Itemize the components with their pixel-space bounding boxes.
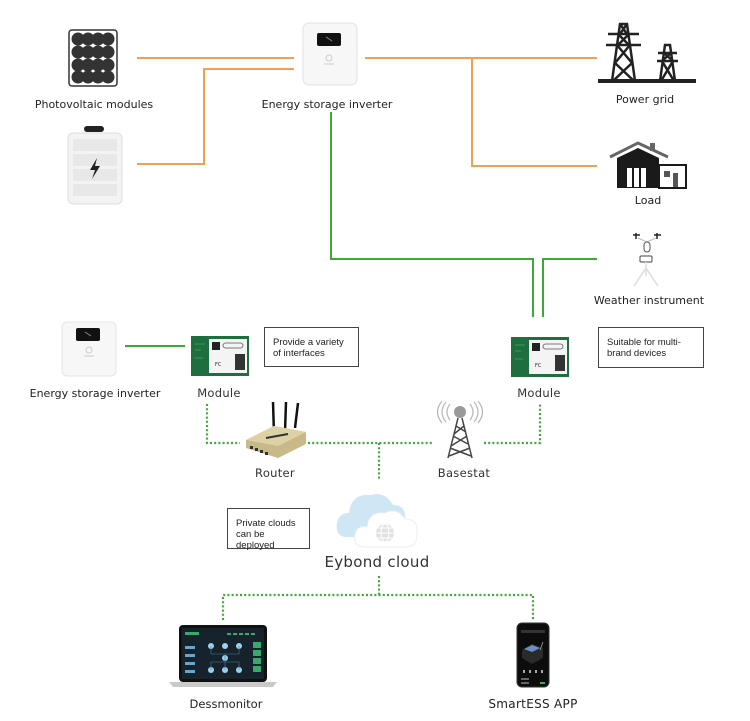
module-left-label: Module	[197, 386, 241, 400]
cloud-icon	[335, 489, 421, 555]
weather-station-icon	[624, 228, 670, 294]
smartphone-icon	[516, 622, 550, 692]
dotted-line-cloud-clients	[221, 593, 535, 620]
note-interfaces: Provide a variety of interfaces	[264, 327, 359, 367]
house-icon	[608, 141, 688, 193]
battery-icon	[66, 125, 124, 209]
inverter-icon	[61, 321, 117, 381]
smartess-label: SmartESS APP	[488, 697, 578, 711]
load-label: Load	[634, 194, 662, 207]
module-board-icon: FC	[511, 337, 569, 381]
note-multibrand: Suitable for multi-brand devices	[598, 327, 704, 368]
module-right-label: Module	[517, 386, 561, 400]
cell-tower-icon	[432, 400, 488, 464]
laptop-icon	[169, 624, 277, 692]
note-private-cloud: Private clouds can be deployed	[227, 508, 310, 551]
svg-text:FC: FC	[215, 362, 222, 368]
basestat-label: Basestat	[437, 466, 491, 480]
router-icon	[244, 400, 308, 466]
inverter-top-label: Energy storage inverter	[261, 98, 393, 111]
inverter-icon	[302, 22, 358, 90]
solar-panel-icon	[68, 29, 118, 91]
svg-text:FC: FC	[535, 363, 542, 369]
cloud-label: Eybond cloud	[324, 553, 430, 571]
grid-label: Power grid	[615, 93, 675, 106]
weather-label: Weather instrument	[593, 294, 705, 307]
pv-label: Photovoltaic modules	[34, 98, 154, 111]
inverter-left-label: Energy storage inverter	[29, 387, 161, 400]
dotted-line-basestat-module	[484, 404, 542, 445]
module-board-icon: FC	[191, 336, 249, 380]
power-line-to-load	[471, 58, 597, 167]
power-line-battery-inverter	[137, 68, 294, 165]
dessmonitor-label: Dessmonitor	[189, 697, 263, 711]
data-line-inverter-module	[330, 112, 534, 317]
router-label: Router	[255, 466, 295, 480]
dotted-line-module-router	[205, 404, 240, 445]
power-tower-icon	[598, 21, 696, 89]
data-line-weather-module	[542, 258, 597, 317]
